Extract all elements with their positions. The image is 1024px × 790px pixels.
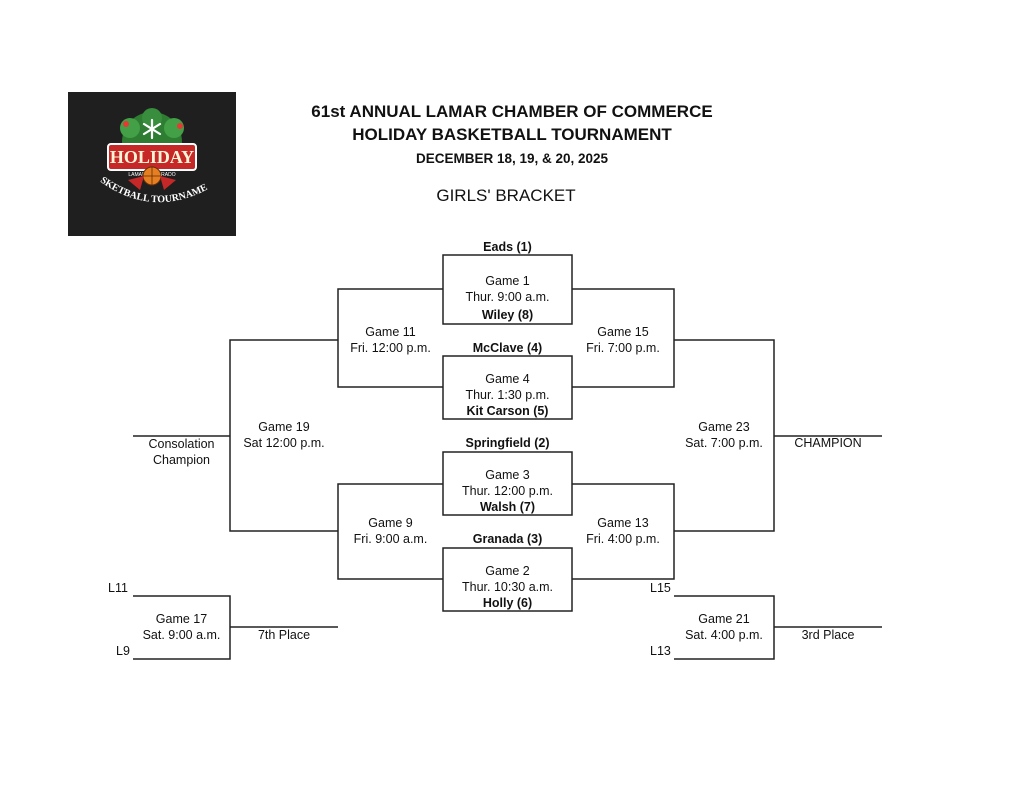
seventh-place-label: 7th Place xyxy=(257,628,311,642)
game-21-time: Sat. 4:00 p.m. xyxy=(685,628,763,642)
game-15-time: Fri. 7:00 p.m. xyxy=(586,341,660,355)
game-4-name: Game 4 xyxy=(485,372,530,386)
game-19-name: Game 19 xyxy=(258,420,310,434)
game-1-time: Thur. 9:00 a.m. xyxy=(465,290,550,304)
svg-text:HOLIDAY: HOLIDAY xyxy=(110,147,194,167)
game-2-time: Thur. 10:30 a.m. xyxy=(461,580,554,594)
loser-l9-label: L9 xyxy=(116,644,130,658)
team-mcclave: McClave (4) xyxy=(472,341,543,355)
game-17-name: Game 17 xyxy=(155,612,208,626)
game-15-bracket xyxy=(572,288,675,388)
team-holly: Holly (6) xyxy=(482,596,533,610)
game-21-name: Game 21 xyxy=(698,612,750,626)
game-2-name: Game 2 xyxy=(485,564,530,578)
team-granada: Granada (3) xyxy=(472,532,543,546)
tournament-title-line1: 61st ANNUAL LAMAR CHAMBER OF COMMERCE xyxy=(311,102,713,121)
bracket-title: GIRLS' BRACKET xyxy=(436,186,576,205)
game-4-time: Thur. 1:30 p.m. xyxy=(465,388,550,402)
team-kit-carson: Kit Carson (5) xyxy=(466,404,549,418)
game-1-name: Game 1 xyxy=(485,274,530,288)
loser-l15-label: L15 xyxy=(650,581,671,595)
third-place-label: 3rd Place xyxy=(801,628,855,642)
team-walsh: Walsh (7) xyxy=(479,500,536,514)
team-springfield: Springfield (2) xyxy=(465,436,550,450)
game-13-time: Fri. 4:00 p.m. xyxy=(586,532,660,546)
game-3-time: Thur. 12:00 p.m. xyxy=(461,484,554,498)
game-15-name: Game 15 xyxy=(597,325,649,339)
game-11-bracket xyxy=(337,288,443,388)
consolation-label-line1: Consolation xyxy=(148,437,215,451)
tournament-dates: DECEMBER 18, 19, & 20, 2025 xyxy=(415,151,609,166)
team-eads: Eads (1) xyxy=(483,240,532,254)
team-wiley: Wiley (8) xyxy=(481,308,534,322)
game-17-time: Sat. 9:00 a.m. xyxy=(142,628,221,642)
game-23-time: Sat. 7:00 p.m. xyxy=(685,436,763,450)
game-11-name: Game 11 xyxy=(365,325,416,339)
loser-l11-label: L11 xyxy=(108,581,128,595)
basketball-logo-icon: HOLIDAY LAMAR COLORADO BASKETBALL TOURNA… xyxy=(64,84,209,205)
tournament-title-line2: HOLIDAY BASKETBALL TOURNAMENT xyxy=(352,125,672,144)
game-3-name: Game 3 xyxy=(485,468,530,482)
game-9-time: Fri. 9:00 a.m. xyxy=(353,532,428,546)
game-23-name: Game 23 xyxy=(698,420,750,434)
loser-l13-label: L13 xyxy=(650,644,671,658)
tournament-logo: HOLIDAY LAMAR COLORADO BASKETBALL TOURNA… xyxy=(64,84,236,236)
game-13-name: Game 13 xyxy=(597,516,649,530)
game-19-time: Sat 12:00 p.m. xyxy=(243,436,325,450)
game-11-time: Fri. 12:00 p.m. xyxy=(350,341,431,355)
champion-label: CHAMPION xyxy=(794,436,862,450)
game-9-name: Game 9 xyxy=(368,516,413,530)
consolation-label-line2: Champion xyxy=(153,453,210,467)
